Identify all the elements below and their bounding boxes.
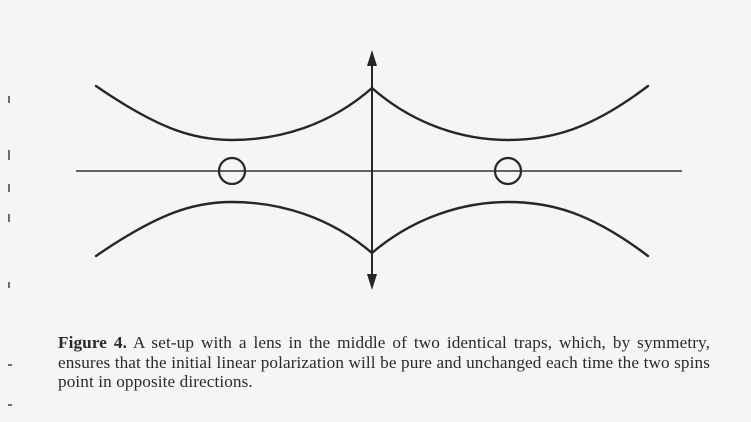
margin-mark [8,404,12,406]
right-trap [493,156,523,186]
figure-caption: Figure 4. A set-up with a lens in the mi… [58,333,710,392]
margin-mark [8,364,12,366]
margin-mark [8,96,10,103]
upper-beam-left [94,84,374,142]
margin-mark [8,214,10,222]
lens-arrow-bottom-icon [367,274,377,290]
margin-mark [8,184,10,192]
margin-mark [8,282,10,288]
lens-arrow-top-icon [367,50,377,66]
figure-label: Figure 4. [58,333,127,353]
left-trap [217,156,247,186]
lower-beam-right [370,200,650,258]
lower-beam-left [94,200,374,258]
margin-mark [8,150,10,160]
upper-beam-right [370,84,650,142]
caption-text: A set-up with a lens in the middle of tw… [58,333,710,392]
